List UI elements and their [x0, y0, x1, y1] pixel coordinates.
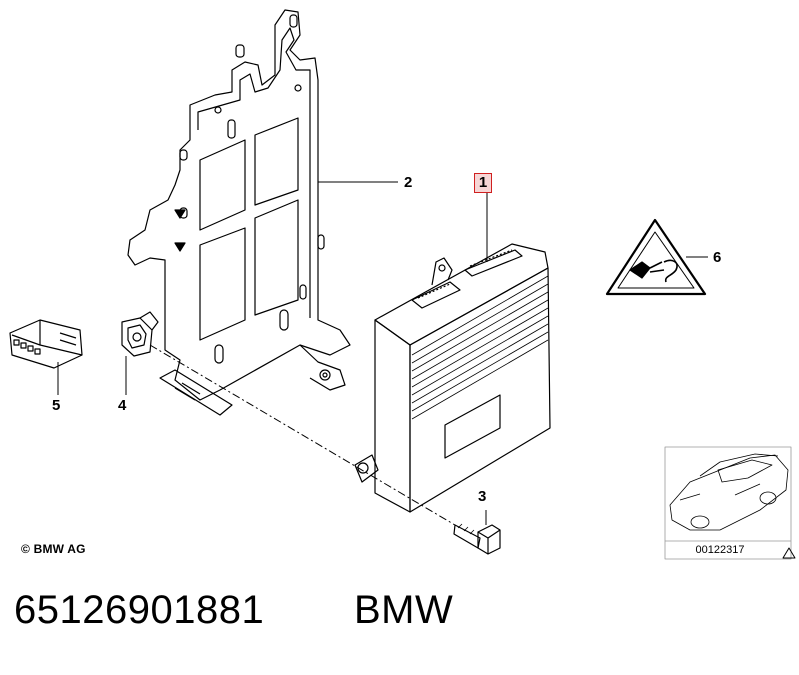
callout-4[interactable]: 4: [118, 397, 127, 414]
caution-icon: [782, 547, 796, 559]
vehicle-thumbnail: [664, 446, 792, 560]
brand-name: BMW: [354, 588, 454, 632]
warning-triangle-icon: [605, 218, 707, 296]
bracket-drawing: [127, 9, 351, 416]
part-number: 65126901881: [14, 588, 265, 632]
bolt-drawing: [453, 523, 501, 555]
copyright-notice: © BMW AG: [21, 542, 86, 556]
callout-5[interactable]: 5: [52, 397, 61, 414]
connector-drawing: [9, 319, 83, 369]
callout-1[interactable]: 1: [474, 173, 492, 193]
callout-2[interactable]: 2: [404, 174, 413, 191]
reference-number: 00122317: [695, 544, 745, 556]
leader-lines: [57, 181, 708, 526]
clip-nut-drawing: [121, 311, 159, 357]
callout-6[interactable]: 6: [713, 249, 722, 266]
callout-3[interactable]: 3: [478, 488, 487, 505]
control-unit-drawing: [354, 243, 551, 513]
